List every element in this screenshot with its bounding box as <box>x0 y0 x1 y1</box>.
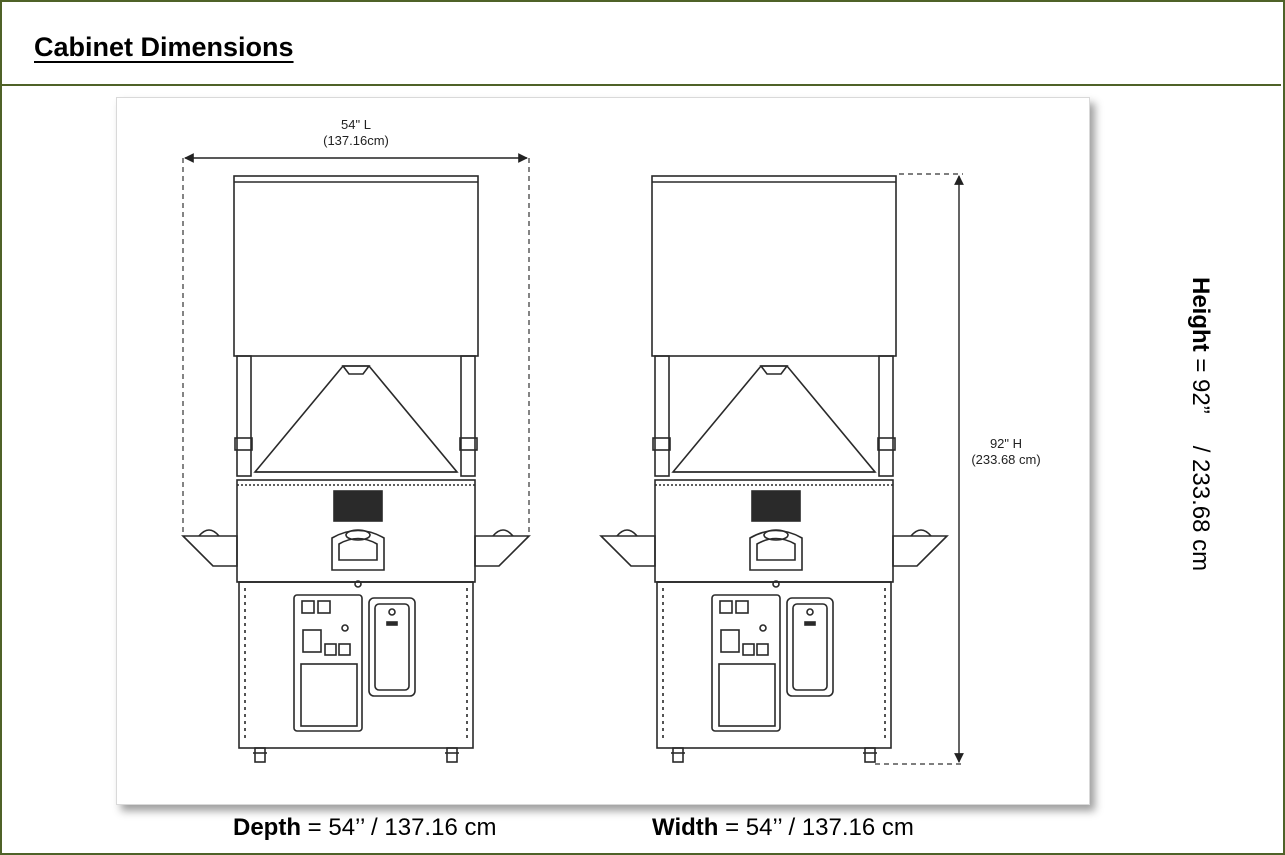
cabinet-drawings: 54" L (137.16cm) 92" H (233.68 cm) <box>182 117 1041 765</box>
width-caption: Width = 54’’ / 137.16 cm <box>652 814 914 842</box>
page-title: Cabinet Dimensions <box>34 32 294 62</box>
depth-caption-value: = 54’’ / 137.16 cm <box>301 814 497 841</box>
height-caption-imperial: = 92” <box>1187 351 1214 414</box>
height-dimension-label: 92" H <box>990 436 1022 451</box>
height-caption-label: Height <box>1187 277 1214 352</box>
width-caption-label: Width <box>652 814 719 841</box>
depth-caption: Depth = 54’’ / 137.16 cm <box>233 814 496 842</box>
height-dimension-metric: (233.68 cm) <box>971 452 1040 467</box>
length-dimension-label: 54" L <box>341 117 371 132</box>
header-bar: Cabinet Dimensions <box>0 0 1281 86</box>
height-caption-metric: / 233.68 cm <box>1187 445 1214 572</box>
right-cabinet-drawing <box>600 175 948 763</box>
length-dimension-metric: (137.16cm) <box>323 133 389 148</box>
height-dimension: 92" H (233.68 cm) <box>875 173 1041 765</box>
diagram-panel: 54" L (137.16cm) 92" H (233.68 cm) <box>116 97 1090 805</box>
width-caption-value: = 54’’ / 137.16 cm <box>718 814 914 841</box>
left-cabinet-drawing: 54" L (137.16cm) <box>182 117 530 763</box>
height-caption: Height = 92” / 233.68 cm <box>1186 277 1214 571</box>
depth-caption-label: Depth <box>233 814 301 841</box>
